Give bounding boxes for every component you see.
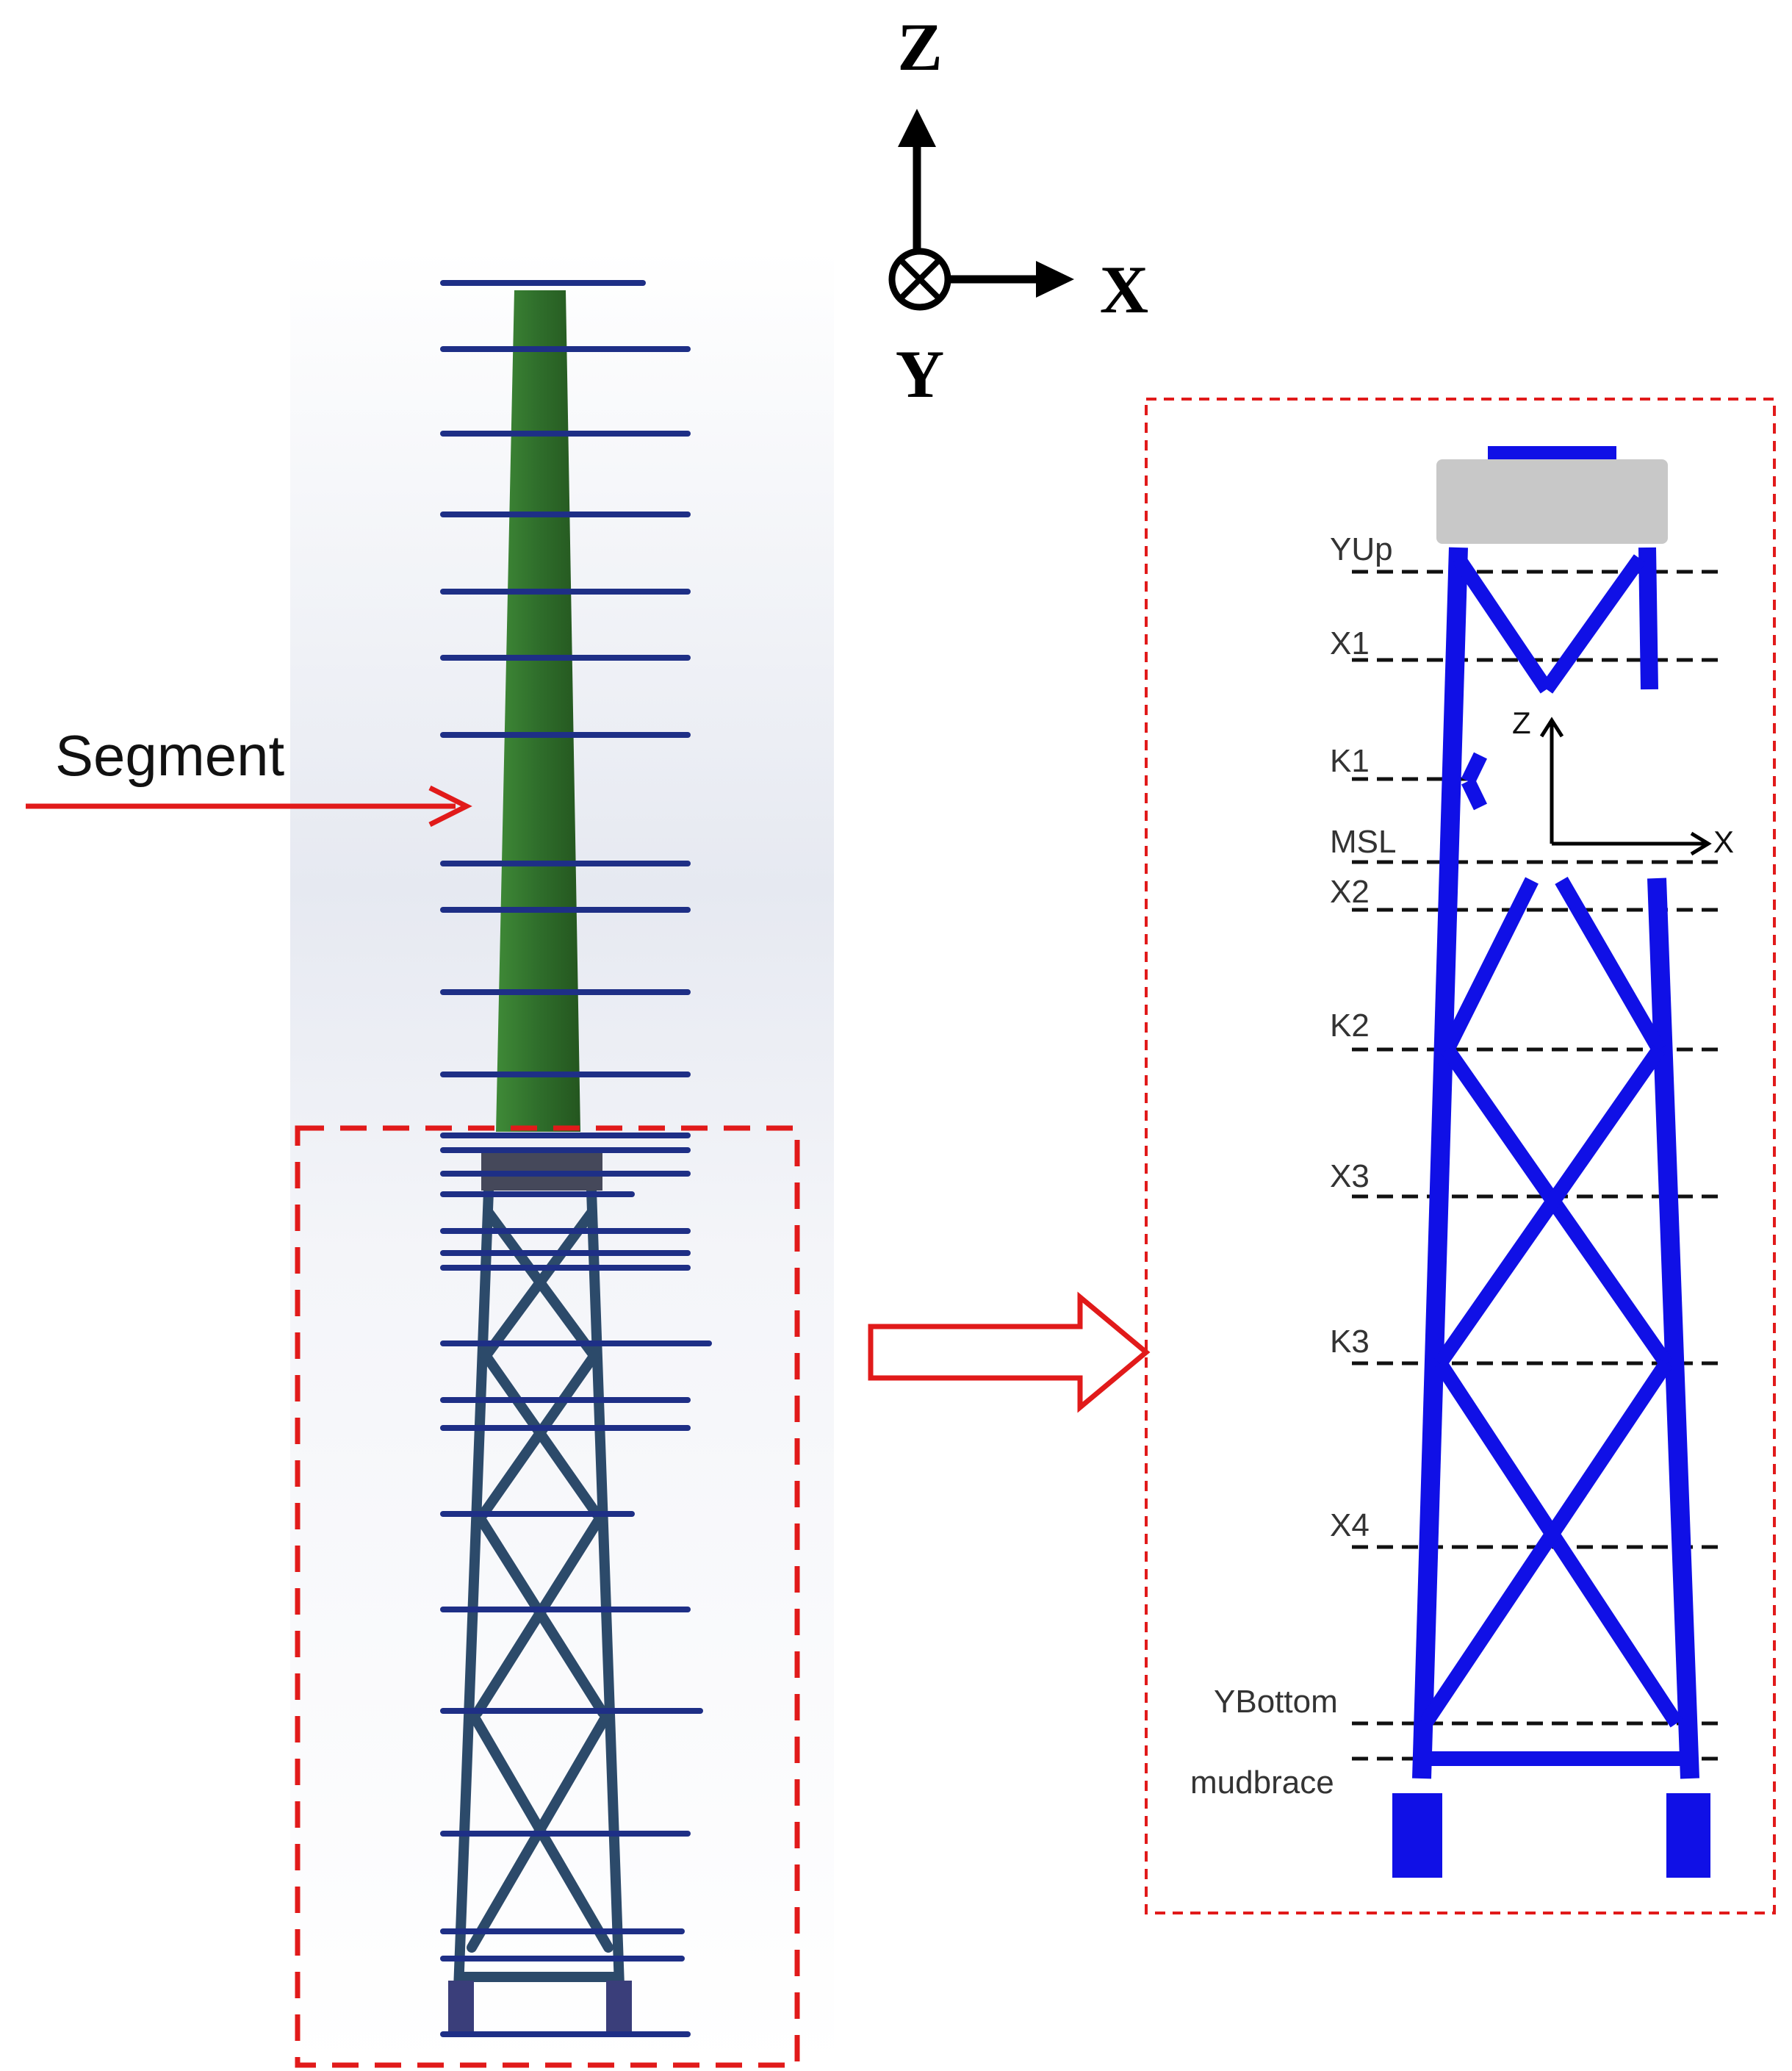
global-z-label: Z	[897, 10, 942, 85]
detail-pile-left	[1392, 1793, 1442, 1878]
global-y-label: Y	[896, 337, 944, 412]
right-leg-lower	[1647, 877, 1699, 1779]
global-x-label: X	[1100, 252, 1148, 327]
detail-transition-piece	[1436, 459, 1668, 544]
pile-right	[606, 1981, 632, 2032]
local-axes	[1539, 717, 1712, 856]
selection-box-left	[295, 1125, 800, 2068]
right-leg-upper	[1638, 547, 1658, 690]
transition-piece	[481, 1150, 602, 1191]
local-x-label: X	[1713, 825, 1734, 859]
segment-arrow	[26, 785, 472, 828]
level-label-x4: X4	[1330, 1507, 1370, 1543]
braces	[1419, 554, 1694, 1766]
level-label-yup: YUp	[1330, 531, 1393, 567]
detail-panel: YUp X1 K1 MSL X2 K2 X3 K3 X4 YBottom mud…	[1145, 398, 1776, 1914]
level-label-x3: X3	[1330, 1158, 1370, 1194]
level-label-x2: X2	[1330, 874, 1370, 910]
detail-pile-right	[1666, 1793, 1710, 1878]
y-axis-into-page-icon	[888, 248, 951, 311]
left-leg	[1412, 547, 1468, 1779]
pile-left	[448, 1981, 474, 2032]
global-axes-legend: Z X Y	[888, 10, 1148, 412]
full-structure-model: Segment	[26, 250, 834, 2071]
segment-label: Segment	[55, 723, 285, 788]
level-label-msl: MSL	[1330, 824, 1396, 860]
level-label-ybottom: YBottom	[1214, 1684, 1338, 1720]
level-label-mudbrace: mudbrace	[1190, 1765, 1334, 1801]
detail-box	[1145, 398, 1776, 1914]
level-label-x1: X1	[1330, 625, 1370, 661]
jacket-detail	[1412, 547, 1699, 1779]
zoom-arrow	[868, 1291, 1151, 1413]
level-label-k2: K2	[1330, 1008, 1370, 1044]
level-labels: YUp X1 K1 MSL X2 K2 X3 K3 X4 YBottom mud…	[1190, 531, 1396, 1801]
detail-top-plate	[1488, 446, 1616, 459]
level-label-k1: K1	[1330, 743, 1370, 779]
local-z-label: Z	[1512, 706, 1531, 740]
level-label-k3: K3	[1330, 1324, 1370, 1360]
tower-column	[496, 290, 580, 1132]
segment-lines	[440, 280, 712, 2037]
